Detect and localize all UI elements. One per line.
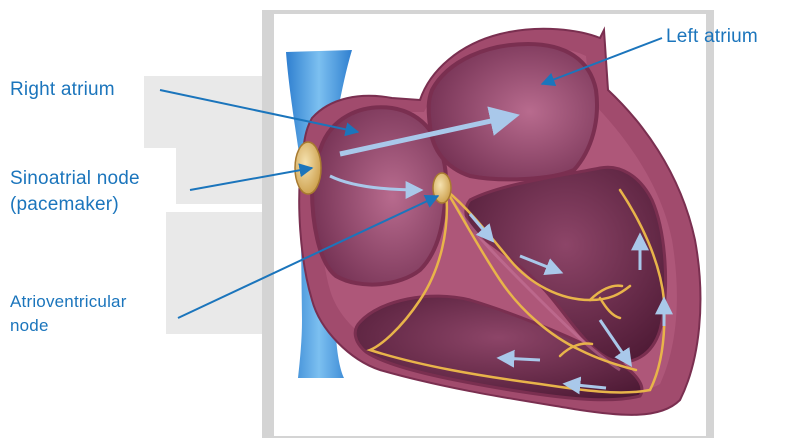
left-atrium-chamber	[429, 44, 597, 179]
label-right-atrium: Right atrium	[10, 77, 115, 103]
av-node-shape	[433, 173, 451, 203]
label-atrioventricular-node: Atrioventricular node	[10, 290, 127, 338]
label-sinoatrial-node: Sinoatrial node (pacemaker)	[10, 166, 140, 218]
label-left-atrium: Left atrium	[666, 24, 758, 50]
